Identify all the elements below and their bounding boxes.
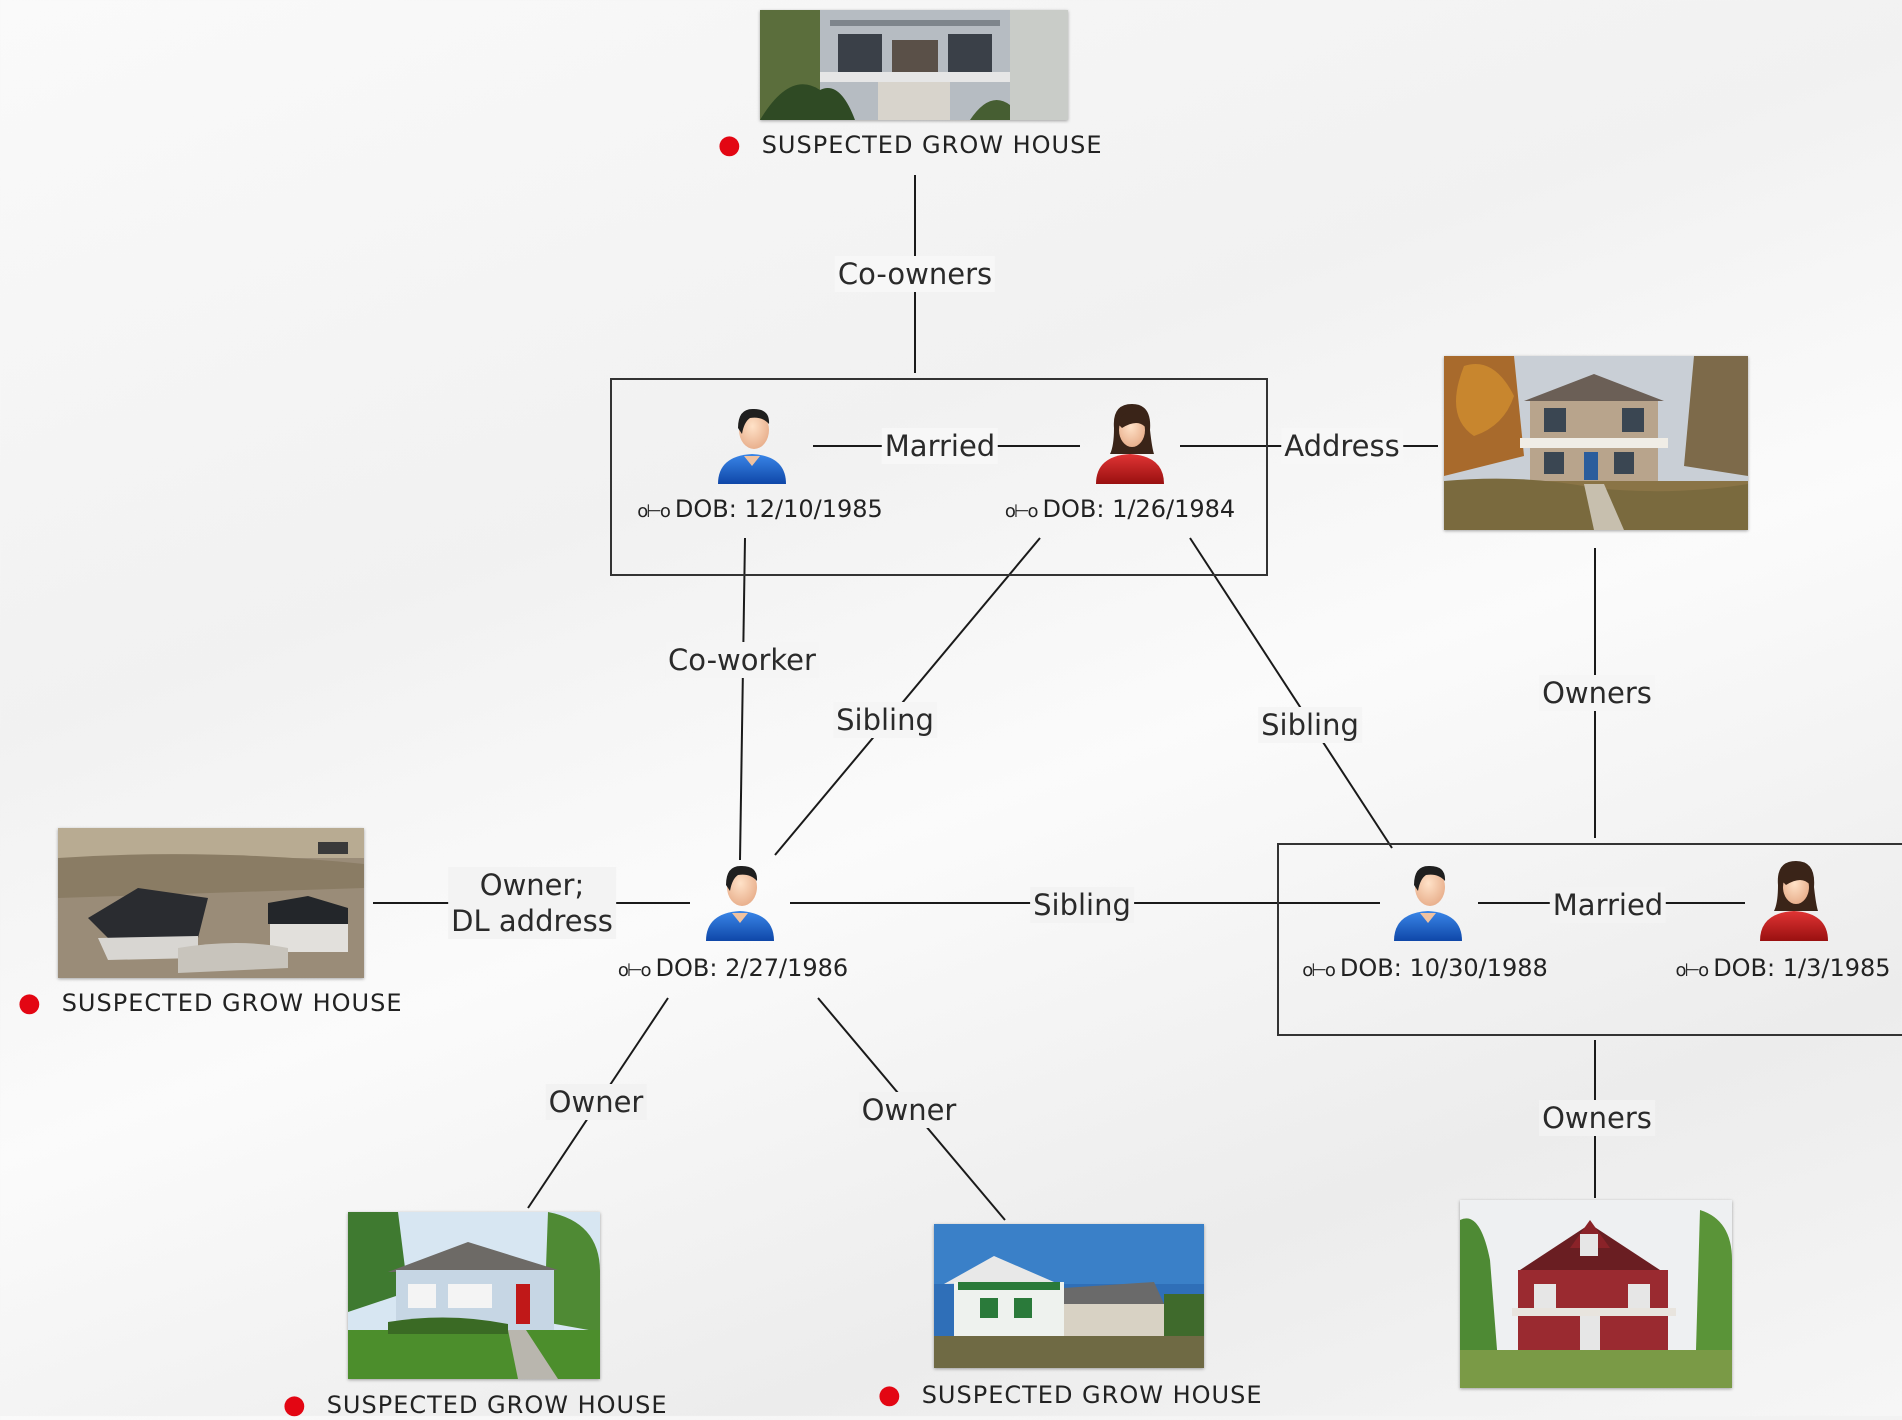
person-male-1-icon[interactable]	[714, 400, 790, 488]
link-sibling-a	[774, 537, 1041, 856]
key-icon: o⊢o	[1675, 960, 1709, 981]
suspected-flag-top: ●SUSPECTED GROW HOUSE	[718, 130, 1103, 160]
label-owner-dl: Owner; DL address	[448, 867, 616, 939]
key-icon: o⊢o	[617, 960, 652, 981]
red-flag-dot-icon: ●	[878, 1380, 902, 1410]
couple-group-box-top	[610, 378, 1268, 576]
house-photo-left[interactable]	[58, 828, 364, 978]
couple-group-box-bottom	[1277, 843, 1902, 1036]
house-photo-right-top[interactable]	[1444, 356, 1748, 530]
label-coworker: Co-worker	[665, 642, 819, 678]
key-icon: o⊢o	[1302, 960, 1336, 981]
suspected-flag-bottom-left: ●SUSPECTED GROW HOUSE	[283, 1390, 668, 1420]
person-female-5-icon[interactable]	[1756, 855, 1832, 945]
label-sibling-b: Sibling	[1258, 707, 1362, 743]
key-icon: o⊢o	[637, 501, 671, 522]
label-owner-a: Owner	[545, 1084, 647, 1120]
key-icon: o⊢o	[1004, 501, 1039, 522]
link-coworker	[739, 537, 746, 861]
person-female-2-icon[interactable]	[1092, 398, 1168, 488]
house-photo-bottom-right[interactable]	[1460, 1200, 1732, 1388]
house-photo-bottom-left[interactable]	[348, 1212, 600, 1379]
person-male-3-icon[interactable]	[702, 857, 778, 945]
link-sibling-b	[1189, 537, 1393, 849]
label-address: Address	[1281, 428, 1403, 464]
person-male-4-icon[interactable]	[1390, 857, 1466, 945]
label-owners-bottom: Owners	[1539, 1100, 1655, 1136]
red-flag-dot-icon: ●	[283, 1390, 307, 1420]
red-flag-dot-icon: ●	[18, 988, 42, 1018]
label-owners-top: Owners	[1539, 675, 1655, 711]
house-photo-bottom-mid[interactable]	[934, 1224, 1204, 1368]
label-owner-b: Owner	[858, 1092, 960, 1128]
label-sibling-a: Sibling	[833, 702, 937, 738]
label-coowners: Co-owners	[834, 256, 996, 292]
red-flag-dot-icon: ●	[718, 130, 742, 160]
suspected-flag-left: ●SUSPECTED GROW HOUSE	[18, 988, 403, 1018]
house-photo-top[interactable]	[760, 10, 1068, 120]
label-married-top: Married	[881, 428, 999, 464]
label-sibling-c: Sibling	[1030, 887, 1134, 923]
suspected-flag-bottom-mid: ●SUSPECTED GROW HOUSE	[878, 1380, 1263, 1410]
label-married-bottom: Married	[1549, 887, 1667, 923]
